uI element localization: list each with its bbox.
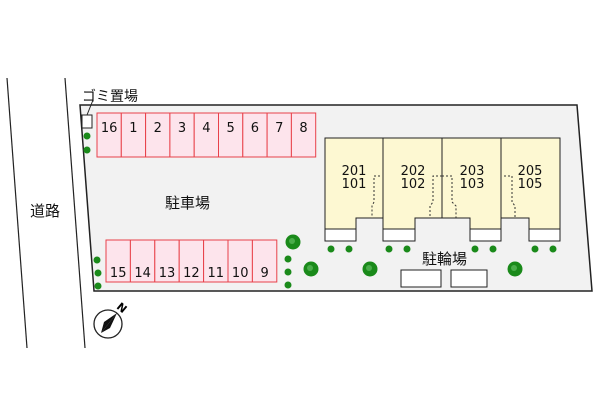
parking-space-number: 14	[134, 266, 151, 281]
shrub-icon	[549, 245, 557, 253]
shrub-icon	[284, 255, 292, 263]
unit-number-lower: 105	[518, 177, 543, 192]
unit-number-upper: 205	[518, 164, 543, 179]
garbage-area	[81, 114, 93, 129]
shrub-icon	[93, 256, 101, 264]
parking-space	[145, 112, 171, 158]
shrub-icon	[83, 132, 91, 140]
road-edge-left	[6, 77, 28, 349]
parking-space	[290, 112, 317, 158]
shrub-icon	[284, 268, 292, 276]
parking-space	[242, 112, 268, 158]
parking-row-top: 16 1 2 3 4 5 6 7 8	[96, 112, 317, 158]
parking-space	[169, 112, 195, 158]
garbage-label: ゴミ置場	[82, 88, 138, 105]
parking-space	[129, 239, 156, 283]
shrub-icon	[403, 245, 411, 253]
parking-space-number: 5	[227, 121, 235, 136]
parking-space-number: 16	[101, 121, 118, 136]
unit-number-lower: 102	[401, 177, 426, 192]
parking-space-number: 10	[232, 266, 249, 281]
parking-space-number: 8	[299, 121, 307, 136]
parking-space-number: 15	[110, 266, 127, 281]
parking-space-number: 4	[202, 121, 210, 136]
parking-space	[218, 112, 244, 158]
parking-space-number: 3	[178, 121, 186, 136]
shrub-icon	[284, 281, 292, 289]
unit-entrance	[528, 228, 561, 242]
shrub-icon	[327, 245, 335, 253]
bicycle-rack	[400, 269, 442, 288]
unit-entrance	[382, 228, 416, 242]
parking-row-bottom: 15 14 13 12 11 10 9	[105, 239, 278, 283]
unit-entrance	[324, 228, 357, 242]
shrub-icon	[471, 245, 479, 253]
parking-space-number: 7	[275, 121, 283, 136]
tree-highlight	[366, 265, 372, 271]
parking-space	[105, 239, 131, 283]
unit-number-upper: 203	[460, 164, 485, 179]
parking-space	[251, 239, 278, 283]
parking-space	[266, 112, 292, 158]
shrub-icon	[345, 245, 353, 253]
bicycle-parking-label: 駐輪場	[422, 250, 467, 268]
compass-icon: N	[93, 300, 129, 339]
unit-entrance	[469, 228, 502, 242]
parking-space-number: 12	[183, 266, 200, 281]
parking-space-number: 11	[208, 266, 225, 281]
tree-highlight	[289, 238, 295, 244]
unit-number-lower: 103	[460, 177, 485, 192]
bicycle-rack	[450, 269, 488, 288]
road-label: 道路	[30, 202, 60, 220]
parking-space-number: 6	[251, 121, 259, 136]
unit-number-upper: 201	[342, 164, 367, 179]
shrub-icon	[94, 269, 102, 277]
parking-label: 駐車場	[165, 194, 210, 212]
unit-number-lower: 101	[342, 177, 367, 192]
parking-space	[193, 112, 219, 158]
road-edge-right	[64, 77, 86, 349]
parking-space	[96, 112, 122, 158]
shrub-icon	[94, 282, 102, 290]
parking-space	[203, 239, 229, 283]
parking-space-number: 9	[260, 266, 268, 281]
trees	[83, 132, 557, 290]
parking-space-number: 13	[159, 266, 176, 281]
shrub-icon	[489, 245, 497, 253]
tree-highlight	[511, 265, 517, 271]
parking-space-number: 1	[129, 121, 137, 136]
parking-space-number: 2	[154, 121, 162, 136]
tree-highlight	[307, 265, 313, 271]
shrub-icon	[83, 146, 91, 154]
parking-space	[154, 239, 180, 283]
garbage-leader-line	[86, 99, 94, 116]
shrub-icon	[385, 245, 393, 253]
unit-number-upper: 202	[401, 164, 426, 179]
shrub-icon	[531, 245, 539, 253]
